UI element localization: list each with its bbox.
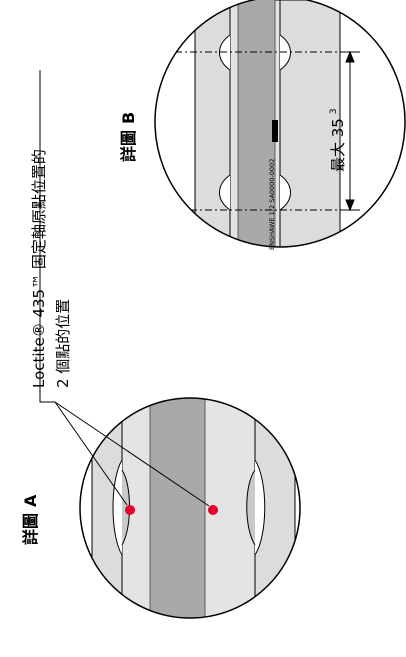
dimension-label: 最大 353 [329, 108, 347, 172]
detail-b-circle [154, 0, 406, 248]
callout-line-2: 2 個點的位置 [54, 299, 72, 388]
detail-a-label: 詳圖A [21, 494, 40, 545]
callout-leader-lines [39, 70, 210, 507]
dimension-line [340, 50, 360, 212]
detail-b-label: 詳圖B [119, 112, 138, 162]
callout-line-1: Loctite® 435™ 固定軸原點位置的 [30, 149, 48, 388]
detail-a-circle [79, 397, 301, 619]
glue-dot-upper [125, 505, 135, 515]
pipe-marking-text: ENSHAWE 1/2 SA0000-0002 [268, 159, 276, 250]
glue-dot-lower [208, 505, 218, 515]
